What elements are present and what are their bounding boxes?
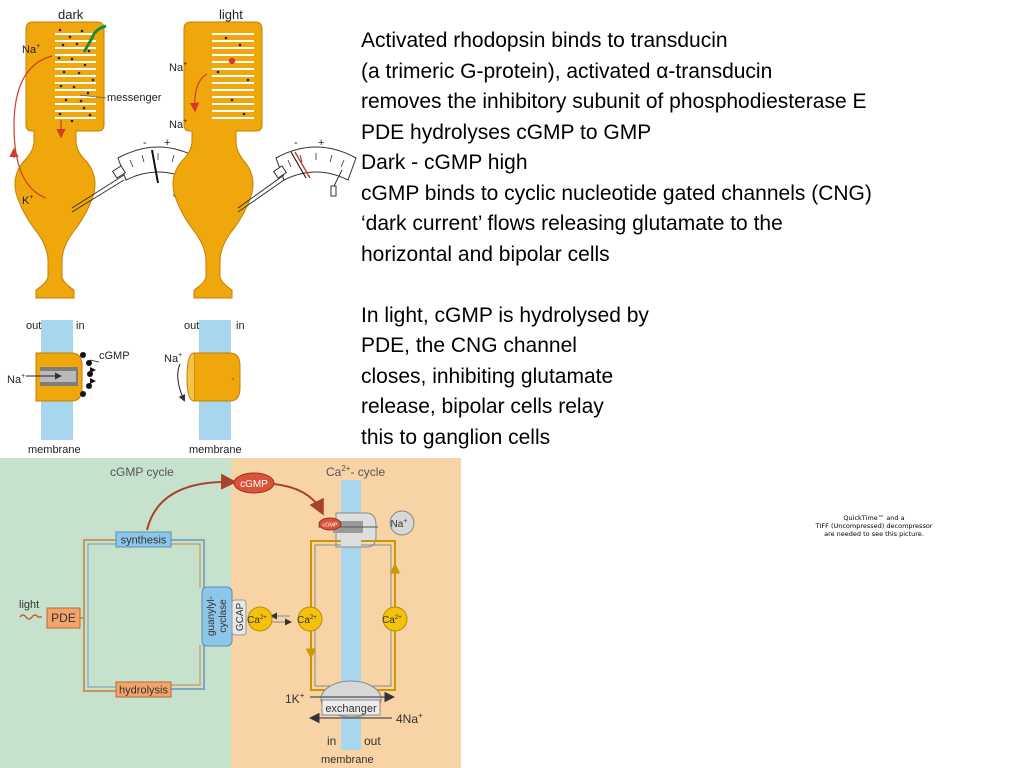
svg-text:Na+: Na+: [391, 518, 408, 530]
cgmp-to-channel-arrow: [273, 483, 324, 516]
svg-text:PDE: PDE: [51, 611, 76, 625]
light-na-top: Na+: [169, 61, 187, 74]
cng-channel-closed: [193, 352, 241, 402]
text-line: cGMP binds to cyclic nucleotide gated ch…: [361, 181, 872, 205]
ca-ball-left: [297, 606, 323, 632]
messenger-label: messenger: [107, 92, 162, 104]
svg-text:cGMP: cGMP: [99, 350, 130, 362]
svg-text:+: +: [318, 137, 324, 149]
text-line: PDE hydrolyses cGMP to GMP: [361, 120, 652, 144]
svg-text:in: in: [236, 320, 245, 332]
light-na-bottom: Na+: [169, 118, 187, 131]
explanation-text: Activated rhodopsin binds to transducin …: [361, 26, 1011, 453]
gcap-box: [231, 599, 247, 636]
light-label: light: [19, 599, 39, 611]
dark-na-label: Na+: [22, 43, 40, 56]
cgmp-cycle-title: cGMP cycle: [110, 465, 174, 479]
dark-rod-discs: [55, 33, 96, 119]
pde-box: [46, 607, 81, 629]
light-rod: [172, 21, 263, 299]
synthesis-box: [115, 531, 172, 548]
svg-text:Na+: Na+: [7, 373, 25, 386]
svg-text:membrane: membrane: [189, 444, 242, 456]
light-rod-discs: [212, 33, 254, 119]
cgmp-node: [233, 472, 275, 494]
text-line: Activated rhodopsin binds to transducin: [361, 29, 728, 52]
svg-text:+: +: [164, 137, 170, 149]
svg-text:membrane: membrane: [28, 444, 81, 456]
k-count: 1K+: [285, 691, 305, 706]
text-line: horizontal and bipolar cells: [361, 242, 610, 266]
na-ball: [389, 510, 415, 536]
text-line: (a trimeric G-protein), activated α-tran…: [361, 59, 773, 83]
dark-meter-needle: [151, 149, 159, 184]
light-meter-needle: [294, 151, 311, 179]
svg-text:exchanger: exchanger: [325, 703, 377, 715]
svg-text:in: in: [76, 320, 85, 332]
svg-text:synthesis: synthesis: [121, 535, 167, 547]
light-wave-icon: [19, 614, 42, 620]
svg-text:hydrolysis: hydrolysis: [119, 685, 168, 697]
dark-current-loop: [13, 55, 53, 199]
dark-rod-body: [14, 21, 105, 299]
ca-cycle-title: Ca2+- cycle: [326, 464, 385, 479]
light-rod-dots: [216, 36, 250, 116]
svg-text:Ca2+: Ca2+: [382, 615, 402, 626]
text-line: this to ganglion cells: [361, 425, 551, 449]
text-line: Dark - cGMP high: [361, 151, 528, 174]
svg-text:out: out: [184, 320, 199, 332]
channel-panel: out in cGMP Na+ membrane out in Na+ memb…: [7, 320, 245, 456]
svg-text:Na+: Na+: [164, 352, 182, 365]
svg-text:GCAP: GCAP: [235, 603, 246, 632]
svg-text:in: in: [327, 734, 336, 748]
na-count: 4Na+: [396, 711, 423, 726]
svg-text:cGMP: cGMP: [240, 479, 268, 490]
svg-text:cyclase: cyclase: [218, 599, 229, 633]
text-line: removes the inhibitory subunit of phosph…: [361, 90, 867, 113]
text-line: release, bipolar cells relay: [361, 395, 604, 418]
dark-rod-messenger-dots: [57, 28, 95, 123]
cgmp-cycle-background: [0, 458, 231, 768]
text-line: In light, cGMP is hydrolysed by: [361, 303, 649, 327]
svg-text:-: -: [294, 137, 298, 149]
text-line: [361, 270, 1011, 301]
svg-text:membrane: membrane: [321, 754, 374, 766]
svg-text:cGMP: cGMP: [322, 523, 338, 529]
cycle-diagram: cGMP cycle Ca2+- cycle synthesis hydroly…: [0, 458, 461, 768]
hydrolysis-box: [115, 681, 172, 698]
dark-k-label: K+: [22, 194, 33, 207]
dark-label: dark: [58, 7, 84, 22]
dark-rod: [9, 21, 107, 299]
text-line: PDE, the CNG channel: [361, 334, 577, 357]
light-meter: - +: [237, 137, 357, 213]
synthesis-to-cgmp-arrow: [146, 473, 237, 531]
svg-text:Ca2+: Ca2+: [297, 615, 317, 626]
light-label: light: [219, 7, 243, 22]
cgmp-loop: [80, 539, 205, 692]
na-blocked-arrow: [177, 363, 186, 402]
svg-text:-: -: [143, 137, 147, 149]
quicktime-placeholder: QuickTime™ and a TIFF (Uncompressed) dec…: [815, 514, 933, 538]
rhodopsin-green-icon: [82, 24, 107, 53]
light-na-arrow: [189, 73, 208, 113]
rod-panel: dark Na+ K+ messenger - +: [9, 7, 357, 299]
messenger-pointer: [79, 94, 107, 99]
light-activated-icon: [228, 57, 236, 65]
ca-ball-right: [382, 606, 408, 632]
cgmp-small-node: [318, 517, 342, 531]
svg-text:Ca2+: Ca2+: [247, 615, 267, 626]
cgmp-dots: [80, 352, 93, 397]
ca-ball-gcap: [247, 606, 273, 632]
svg-text:out: out: [364, 734, 381, 748]
svg-text:guanylyl-: guanylyl-: [206, 596, 217, 636]
svg-text:out: out: [26, 320, 41, 332]
text-line: closes, inhibiting glutamate: [361, 364, 614, 388]
text-line: ‘dark current’ flows releasing glutamate…: [361, 212, 783, 235]
